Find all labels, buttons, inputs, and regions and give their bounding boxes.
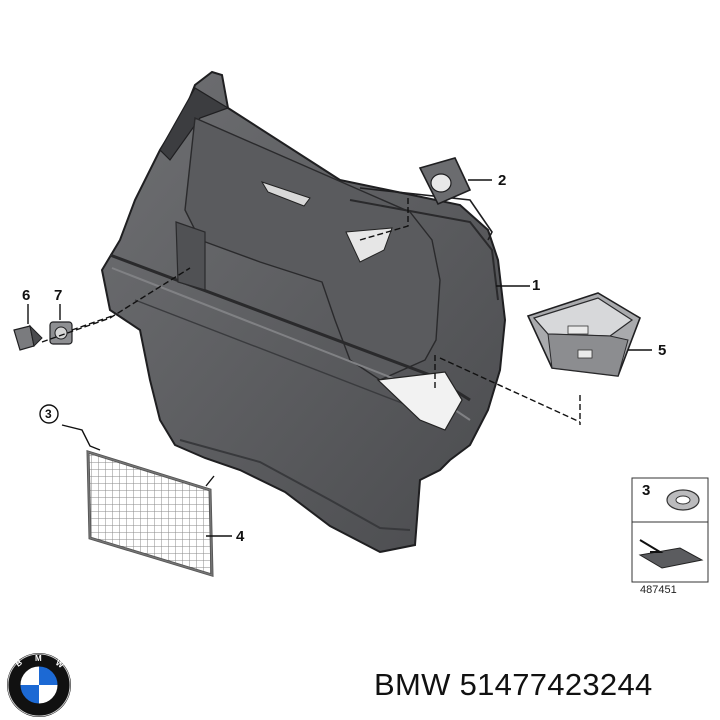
cover-clip: [418, 157, 472, 206]
svg-text:B: B: [14, 658, 24, 669]
bracket-part-6: [13, 324, 43, 351]
arrow-icon: [639, 539, 664, 553]
legend-item-label: 3: [642, 482, 650, 499]
callout-3-circle: [39, 404, 59, 424]
callout-2: 2: [498, 172, 506, 189]
callout-5: 5: [658, 342, 666, 359]
callout-6: 6: [22, 287, 30, 304]
fastener-part-7: [49, 321, 73, 345]
reference-number: 487451: [640, 584, 677, 596]
storage-tray: [526, 292, 641, 377]
legend-box: 3: [631, 477, 709, 583]
callout-1: 1: [532, 277, 540, 294]
svg-text:W: W: [54, 658, 66, 670]
callout-3: 3: [45, 407, 52, 421]
part-number-caption: BMW 51477423244: [374, 667, 653, 702]
cargo-net: [86, 449, 215, 578]
bmw-logo: B M W: [7, 653, 71, 717]
svg-text:M: M: [35, 654, 42, 663]
callout-7: 7: [54, 287, 62, 304]
callout-4: 4: [236, 528, 245, 545]
